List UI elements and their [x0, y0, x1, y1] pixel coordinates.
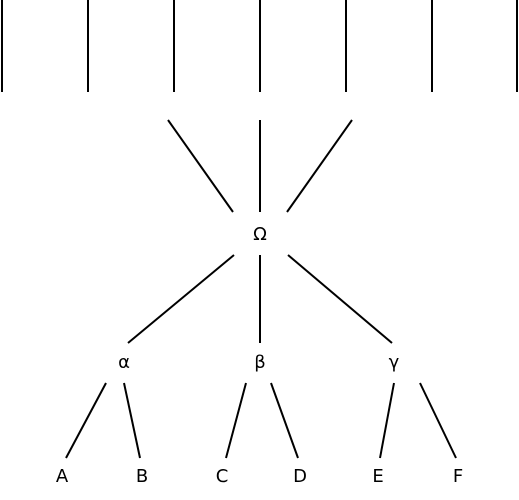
middle-node-alpha: α [118, 352, 130, 373]
root-node-omega: Ω [253, 224, 267, 245]
root-upper-edges [167, 119, 353, 213]
edge-beta-c [225, 382, 247, 459]
upper-edge-right [286, 119, 353, 213]
leaf-node-d: D [293, 466, 307, 487]
edge-omega-gamma [287, 254, 393, 344]
upper-edge-left [167, 119, 234, 213]
leaf-node-f: F [453, 466, 463, 487]
edge-alpha-a [65, 382, 107, 459]
edge-alpha-b [123, 382, 141, 459]
edge-gamma-f [419, 382, 457, 459]
leaf-node-e: E [372, 466, 383, 487]
root-to-middle-edges [127, 254, 393, 344]
middle-to-leaf-edges [65, 382, 457, 459]
edge-gamma-e [379, 382, 395, 459]
middle-node-beta: β [254, 352, 266, 373]
middle-node-gamma: γ [389, 352, 400, 373]
leaf-node-b: B [136, 466, 148, 487]
edge-beta-d [270, 382, 299, 459]
top-vertical-lines [1, 0, 518, 92]
leaf-node-c: C [216, 466, 229, 487]
edge-omega-alpha [127, 254, 235, 344]
leaf-node-a: A [56, 466, 69, 487]
